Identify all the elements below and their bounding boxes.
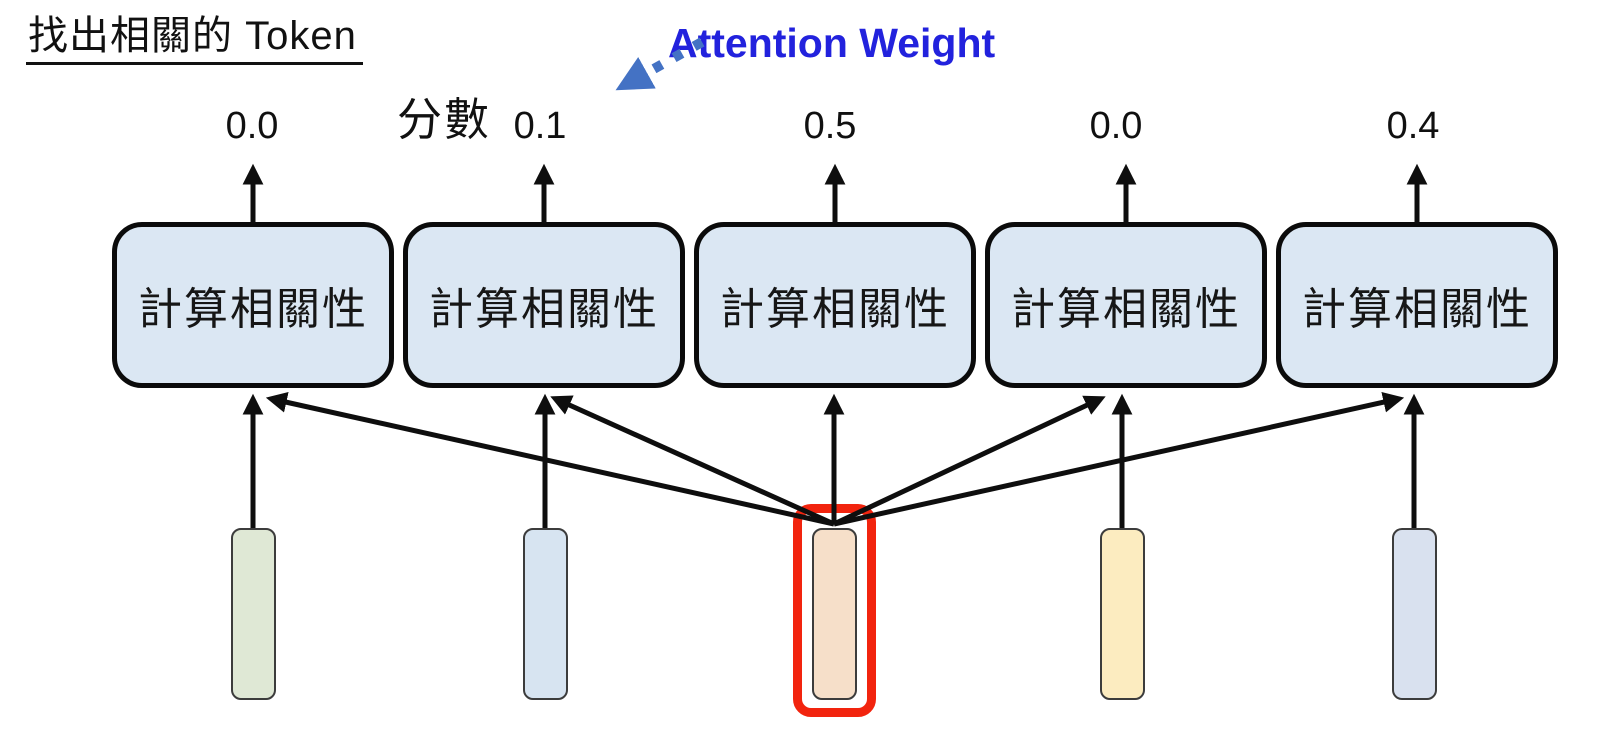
score-value-5: 0.4: [1386, 105, 1440, 147]
relevance-box-label: 計算相關性: [1302, 285, 1532, 334]
token-bar-3: [812, 528, 857, 700]
page-title: 找出相關的 Token: [26, 13, 363, 65]
token-bar-1: [231, 528, 276, 700]
relevance-box-2: 計算相關性: [403, 222, 685, 388]
query-token-highlight-frame: [793, 504, 876, 717]
score-value-2: 0.1: [513, 105, 567, 147]
relevance-box-4: 計算相關性: [985, 222, 1267, 388]
score-value-1: 0.0: [225, 105, 279, 147]
query-arrow-to-box-4: [832, 395, 1106, 527]
score-value-4: 0.0: [1089, 105, 1143, 147]
relevance-box-1: 計算相關性: [112, 222, 394, 388]
relevance-box-label: 計算相關性: [138, 285, 368, 334]
relevance-box-label: 計算相關性: [429, 285, 659, 334]
query-arrow-to-box-5: [833, 391, 1405, 527]
relevance-box-label: 計算相關性: [1011, 285, 1241, 334]
relevance-box-5: 計算相關性: [1276, 222, 1558, 388]
relevance-box-label: 計算相關性: [720, 285, 950, 334]
token-bar-2: [523, 528, 568, 700]
token-bar-4: [1100, 528, 1145, 700]
token-bar-5: [1392, 528, 1437, 700]
query-arrow-to-box-2: [550, 395, 836, 527]
score-value-3: 0.5: [803, 105, 857, 147]
query-arrow-to-box-1: [265, 391, 835, 527]
relevance-box-3: 計算相關性: [694, 222, 976, 388]
attention-weight-label: Attention Weight: [668, 20, 996, 66]
score-label: 分數: [396, 94, 492, 145]
